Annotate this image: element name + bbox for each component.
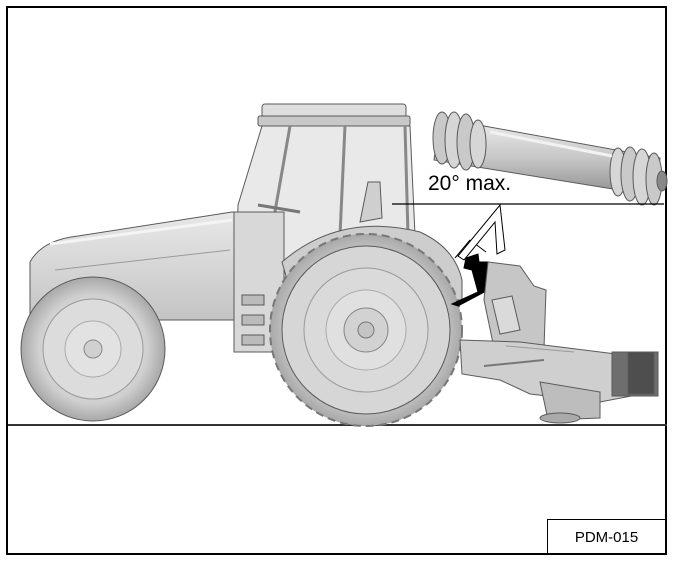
mower-implement-illustration xyxy=(459,261,659,424)
tractor-illustration xyxy=(20,103,463,427)
front-wheel xyxy=(20,276,166,422)
rear-wheel xyxy=(269,233,463,427)
figure-code: PDM-015 xyxy=(574,529,639,546)
lift-arrow-icon xyxy=(450,253,493,307)
figure-code-box: PDM-015 xyxy=(547,519,665,555)
angle-limit-label: 20° max. xyxy=(428,172,512,195)
pto-shaft-illustration xyxy=(432,111,668,206)
angle-indicator xyxy=(392,203,664,261)
